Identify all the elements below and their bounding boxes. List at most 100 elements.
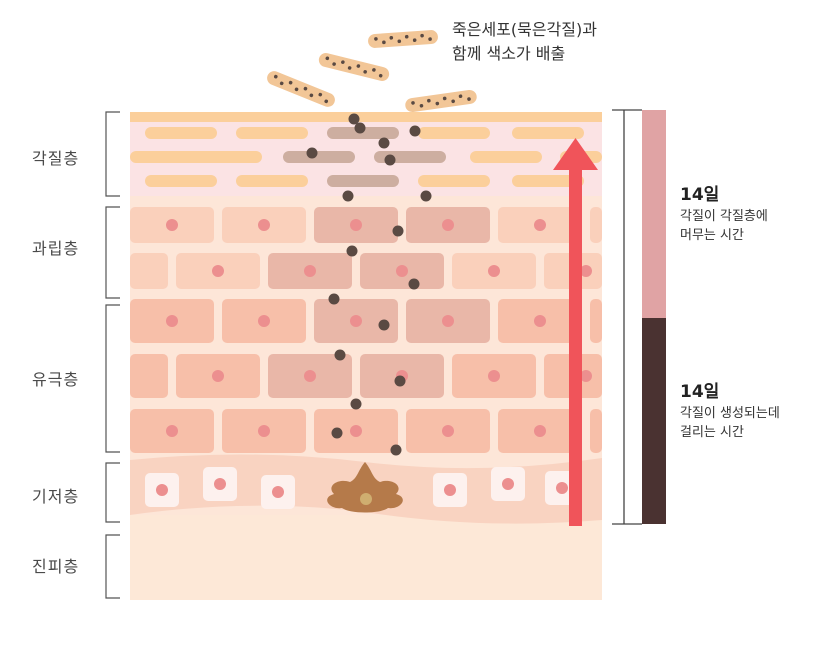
dead-cell-body bbox=[267, 71, 335, 107]
dead-cell-speck bbox=[294, 87, 299, 92]
melanocyte-icon bbox=[327, 462, 403, 513]
dead-cell-body bbox=[405, 89, 477, 113]
basal-cell-nucleus bbox=[214, 478, 226, 490]
cell-nucleus bbox=[258, 425, 270, 437]
cell-nucleus bbox=[258, 219, 270, 231]
cell-nucleus bbox=[534, 315, 546, 327]
corneum-flake bbox=[145, 175, 217, 187]
dead-cell-speck bbox=[309, 93, 314, 98]
melanin-granule bbox=[392, 225, 404, 237]
keratinocyte-cell bbox=[130, 253, 168, 289]
layer-bracket bbox=[105, 462, 120, 523]
corneum-flake bbox=[236, 127, 308, 139]
cell-nucleus bbox=[212, 370, 224, 382]
cell-nucleus bbox=[488, 265, 500, 277]
melanin-granule bbox=[331, 427, 343, 439]
dead-cell-speck bbox=[435, 101, 440, 106]
melanin-granule bbox=[342, 190, 354, 202]
melanocyte-nucleus bbox=[360, 493, 372, 505]
phase-lower-line1: 각질이 생성되는데 bbox=[680, 406, 780, 421]
dead-cell-speck bbox=[273, 74, 278, 79]
melanin-granule bbox=[306, 147, 318, 159]
melanin-granule bbox=[408, 278, 420, 290]
dead-cell-speck bbox=[324, 99, 329, 104]
cell-nucleus bbox=[350, 219, 362, 231]
dead-cell-speck bbox=[341, 60, 345, 64]
dead-cell-speck bbox=[397, 39, 402, 44]
cell-nucleus bbox=[488, 370, 500, 382]
keratinocyte-cell bbox=[590, 299, 602, 343]
cell-nucleus bbox=[442, 425, 454, 437]
basal-cell-nucleus bbox=[502, 478, 514, 490]
dead-cell-speck bbox=[428, 37, 432, 41]
dead-cell-speck bbox=[288, 80, 293, 85]
cell-nucleus bbox=[350, 425, 362, 437]
melanin-granule bbox=[394, 375, 406, 387]
dead-cell-speck bbox=[382, 40, 386, 45]
cell-nucleus bbox=[534, 219, 546, 231]
shed-dead-cell bbox=[318, 52, 390, 82]
dead-cell-speck bbox=[442, 96, 447, 101]
shed-dead-cell bbox=[405, 89, 477, 113]
dead-cell-speck bbox=[356, 64, 361, 68]
cell-nucleus bbox=[350, 315, 362, 327]
dead-cell-speck bbox=[378, 73, 383, 78]
keratinocyte-cells bbox=[130, 207, 602, 453]
up-arrow-icon bbox=[553, 138, 598, 526]
keratinocyte-cell bbox=[590, 207, 602, 243]
shed-dead-cell bbox=[368, 30, 438, 48]
corneum-flake bbox=[145, 127, 217, 139]
dead-cell-speck bbox=[303, 86, 308, 91]
cell-nucleus bbox=[166, 425, 178, 437]
dead-cell-speck bbox=[372, 68, 376, 72]
keratinocyte-cell bbox=[590, 409, 602, 453]
basal-cell-nucleus bbox=[556, 482, 568, 494]
shedding-caption: 죽은세포(묵은각질)과 함께 색소가 배출 bbox=[452, 18, 597, 66]
corneum-flake bbox=[512, 127, 584, 139]
melanin-granule bbox=[328, 293, 340, 305]
layer-label-granulosum: 과립층 bbox=[32, 239, 80, 258]
melanin-granule bbox=[384, 154, 396, 166]
cell-nucleus bbox=[396, 265, 408, 277]
dead-cell-speck bbox=[419, 103, 424, 108]
melanin-granule bbox=[378, 319, 390, 331]
dead-cell-speck bbox=[412, 38, 417, 42]
dead-cell-speck bbox=[427, 98, 431, 103]
layer-bracket bbox=[105, 304, 120, 453]
corneum-flake bbox=[418, 127, 490, 139]
dead-cell-speck bbox=[363, 70, 367, 74]
melanin-granule bbox=[346, 245, 358, 257]
phase-upper-duration: 14일 bbox=[680, 185, 720, 205]
cell-nucleus bbox=[166, 219, 178, 231]
layer-label-basale: 기저층 bbox=[32, 487, 80, 506]
corneum-flake bbox=[418, 175, 490, 187]
dead-cell-speck bbox=[411, 101, 415, 105]
cell-nucleus bbox=[442, 219, 454, 231]
melanin-granule bbox=[420, 190, 432, 202]
cell-nucleus bbox=[304, 370, 316, 382]
timeline-lower-bar bbox=[642, 318, 666, 524]
timeline-upper-bar bbox=[642, 110, 666, 318]
shedding-caption-line2: 함께 색소가 배출 bbox=[452, 44, 566, 63]
dead-cell-speck bbox=[374, 37, 378, 41]
corneum-top-layer bbox=[130, 112, 602, 122]
corneum-flake bbox=[327, 175, 399, 187]
layer-bracket bbox=[105, 111, 120, 197]
cell-nucleus bbox=[580, 370, 592, 382]
basal-cell-nucleus bbox=[156, 484, 168, 496]
phase-upper-description: 각질이 각질층에 머무는 시간 bbox=[680, 207, 820, 245]
basal-cells bbox=[145, 467, 579, 509]
cell-nucleus bbox=[166, 315, 178, 327]
layer-label-dermis: 진피층 bbox=[32, 557, 80, 576]
layer-bracket bbox=[105, 534, 120, 599]
dead-cell-body bbox=[368, 30, 438, 48]
phase-lower-description: 각질이 생성되는데 걸리는 시간 bbox=[680, 404, 820, 442]
basal-cell-nucleus bbox=[444, 484, 456, 496]
melanin-granule bbox=[354, 122, 366, 134]
melanin-granule bbox=[409, 125, 421, 137]
dead-cell-speck bbox=[332, 62, 336, 66]
shed-dead-cells bbox=[267, 30, 477, 113]
layer-label-spinosum: 유극층 bbox=[32, 370, 80, 389]
phase-lower-line2: 걸리는 시간 bbox=[680, 425, 744, 440]
dead-cell-speck bbox=[420, 33, 424, 38]
